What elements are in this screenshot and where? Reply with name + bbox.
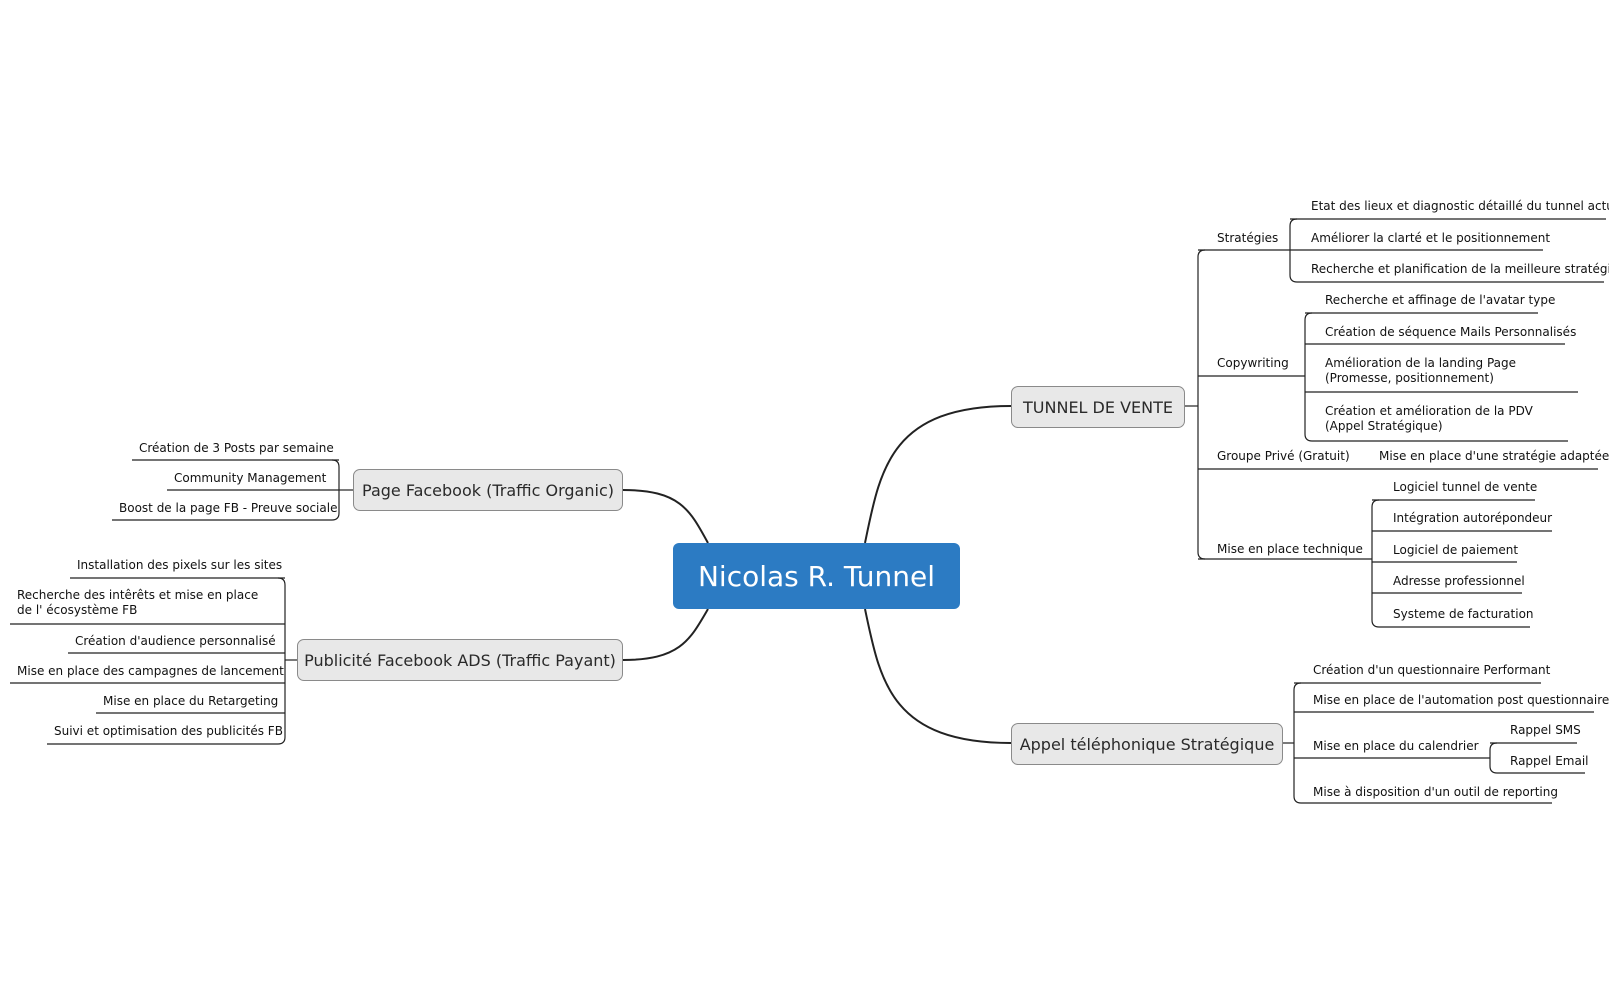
subtopic-technique[interactable]: Mise en place technique [1217, 542, 1363, 556]
leaf-copywriting-2[interactable]: Amélioration de la landing Page (Promess… [1325, 356, 1517, 385]
leaf-copywriting-1[interactable]: Création de séquence Mails Personnalisés [1325, 325, 1577, 339]
leaf-technique-0[interactable]: Logiciel tunnel de vente [1393, 480, 1538, 494]
connector-appel [864, 608, 1012, 744]
subtopic-copywriting[interactable]: Copywriting [1217, 356, 1289, 370]
leaf-facebook-ads-1[interactable]: Recherche des intêrêts et mise en place … [17, 588, 259, 617]
leaf-copywriting-3[interactable]: Création et amélioration de la PDV (Appe… [1325, 404, 1533, 433]
leaf-facebook-page-0[interactable]: Création de 3 Posts par semaine [139, 441, 334, 455]
leaf-strategies-0[interactable]: Etat des lieux et diagnostic détaillé du… [1311, 199, 1609, 213]
facebook-page-branches [112, 459, 353, 521]
leaf-technique-4[interactable]: Systeme de facturation [1393, 607, 1534, 621]
leaf-appel-2[interactable]: Mise en place du calendrier [1313, 739, 1479, 753]
leaf-facebook-ads-4[interactable]: Mise en place du Retargeting [103, 694, 279, 708]
leaf-technique-2[interactable]: Logiciel de paiement [1393, 543, 1519, 557]
main-topic-tunnel[interactable]: TUNNEL DE VENTE [1011, 386, 1185, 428]
connector-tunnel [864, 405, 1012, 544]
central-topic[interactable]: Nicolas R. Tunnel [673, 543, 960, 609]
leaf-appel-3[interactable]: Mise à disposition d'un outil de reporti… [1313, 785, 1558, 799]
leaf-strategies-1[interactable]: Améliorer la clarté et le positionnement [1311, 231, 1551, 245]
leaf-facebook-ads-3[interactable]: Mise en place des campagnes de lancement [17, 664, 284, 678]
main-topic-facebook-page[interactable]: Page Facebook (Traffic Organic) [353, 469, 623, 511]
leaf-groupe-0[interactable]: Mise en place d'une stratégie adaptée [1379, 449, 1609, 463]
leaf-facebook-ads-0[interactable]: Installation des pixels sur les sites [77, 558, 283, 572]
leaf-strategies-2[interactable]: Recherche et planification de la meilleu… [1311, 262, 1609, 276]
central-topic-label: Nicolas R. Tunnel [697, 559, 936, 593]
leaf-calendrier-0[interactable]: Rappel SMS [1510, 723, 1581, 737]
main-topic-appel[interactable]: Appel téléphonique Stratégique [1011, 723, 1283, 765]
leaf-appel-1[interactable]: Mise en place de l'automation post quest… [1313, 693, 1609, 707]
leaf-facebook-page-1[interactable]: Community Management [174, 471, 327, 485]
main-topic-label: TUNNEL DE VENTE [1023, 397, 1173, 417]
subtopic-groupe-prive[interactable]: Groupe Privé (Gratuit) [1217, 449, 1350, 463]
leaf-facebook-page-2[interactable]: Boost de la page FB - Preuve sociale [119, 501, 338, 515]
appel-branches [1282, 682, 1594, 804]
leaf-technique-3[interactable]: Adresse professionnel [1393, 574, 1525, 588]
facebook-ads-branches [10, 577, 297, 745]
tunnel-branches [1183, 218, 1606, 628]
leaf-facebook-ads-5[interactable]: Suivi et optimisation des publicités FB [54, 724, 283, 738]
main-topic-label: Page Facebook (Traffic Organic) [362, 480, 614, 500]
leaf-technique-1[interactable]: Intégration autorépondeur [1393, 511, 1553, 525]
main-topic-label: Appel téléphonique Stratégique [1019, 734, 1275, 754]
leaf-calendrier-1[interactable]: Rappel Email [1510, 754, 1589, 768]
subtopic-strategies[interactable]: Stratégies [1217, 231, 1279, 245]
main-topic-facebook-ads[interactable]: Publicité Facebook ADS (Traffic Payant) [297, 639, 623, 681]
main-topic-label: Publicité Facebook ADS (Traffic Payant) [304, 650, 616, 670]
connector-facebook-page [622, 489, 709, 544]
leaf-appel-0[interactable]: Création d'un questionnaire Performant [1313, 663, 1551, 677]
leaf-facebook-ads-2[interactable]: Création d'audience personnalisé [75, 634, 276, 648]
leaf-copywriting-0[interactable]: Recherche et affinage de l'avatar type [1325, 293, 1556, 307]
connector-facebook-ads [622, 608, 709, 661]
